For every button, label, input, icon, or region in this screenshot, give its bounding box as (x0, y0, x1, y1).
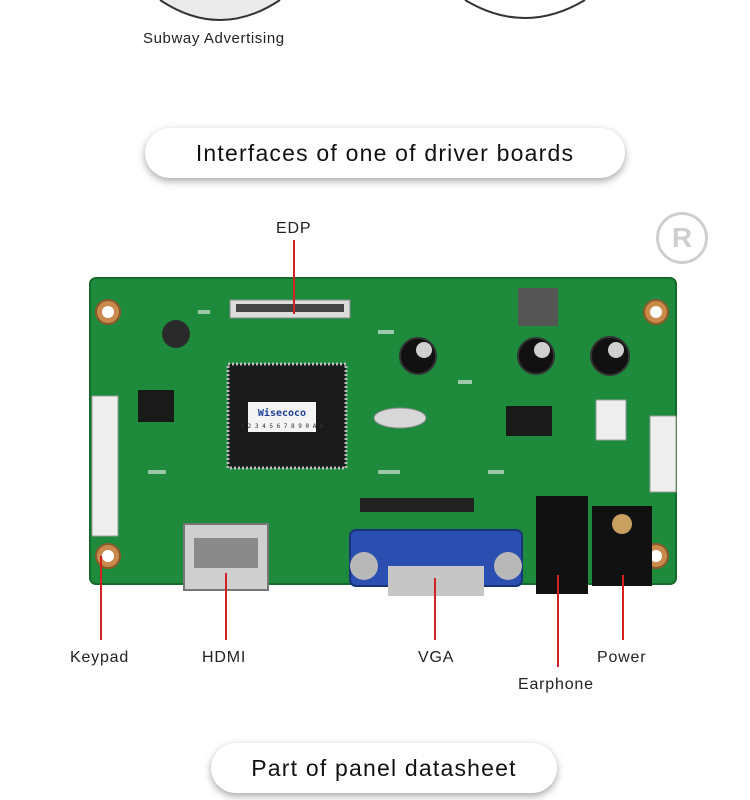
keypad-label: Keypad (70, 649, 130, 666)
edp-leader-line (293, 240, 295, 314)
section-title-driver-boards: Interfaces of one of driver boards (145, 128, 625, 178)
hdmi-label: HDMI (202, 649, 247, 666)
earphone-leader-line (557, 575, 559, 667)
top-product-image-left (159, 0, 281, 21)
section-title-panel-datasheet: Part of panel datasheet (211, 743, 557, 793)
vga-label: VGA (418, 649, 455, 666)
earphone-label: Earphone (518, 676, 594, 693)
chip-digits: 1 2 3 4 5 6 7 8 9 0 A B (240, 423, 323, 430)
section-title-text-2: Part of panel datasheet (251, 754, 517, 781)
subway-advertising-caption: Subway Advertising (143, 30, 285, 47)
hdmi-leader-line (225, 573, 227, 640)
power-label: Power (597, 649, 647, 666)
vga-leader-line (434, 578, 436, 640)
top-product-image-right (464, 0, 586, 19)
keypad-leader-line (100, 556, 102, 640)
driver-board-image: Wisecoco 1 2 3 4 5 6 7 8 9 0 A B (89, 277, 677, 596)
power-leader-line (622, 575, 624, 640)
section-title-text: Interfaces of one of driver boards (195, 139, 575, 166)
registered-watermark-icon: R (656, 212, 708, 264)
registered-mark-text: R (671, 222, 693, 253)
edp-label: EDP (276, 220, 312, 237)
chip-brand: Wisecoco (258, 407, 306, 419)
